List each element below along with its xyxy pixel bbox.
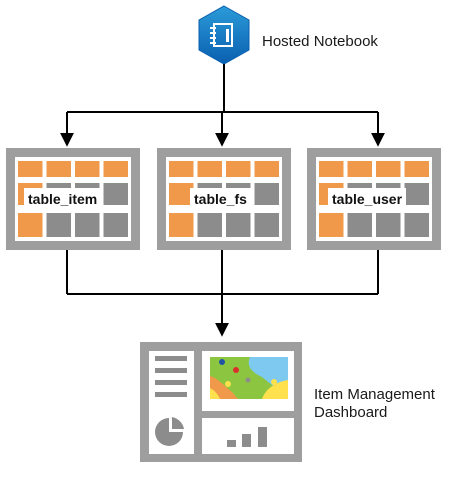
table-cell bbox=[254, 183, 279, 205]
table-cell bbox=[319, 213, 344, 237]
table-cell bbox=[404, 213, 429, 237]
table-cell bbox=[319, 161, 344, 177]
table-cell bbox=[197, 161, 222, 177]
notebook-icon bbox=[198, 5, 250, 65]
connector-tables-to-dashboard bbox=[66, 250, 379, 337]
table-cell bbox=[254, 161, 279, 177]
table-cell bbox=[46, 161, 71, 177]
table-cell bbox=[103, 161, 128, 177]
notebook-label: Hosted Notebook bbox=[262, 33, 378, 50]
table-cell bbox=[18, 161, 43, 177]
table-cell bbox=[46, 213, 71, 237]
table-cell bbox=[103, 213, 128, 237]
table-cell bbox=[18, 213, 43, 237]
dashboard-label-line2: Dashboard bbox=[314, 404, 388, 421]
table-cell bbox=[347, 213, 372, 237]
table-cell bbox=[169, 183, 194, 205]
map-icon bbox=[210, 357, 288, 399]
table-user-icon bbox=[307, 148, 441, 250]
table-cell bbox=[404, 183, 429, 205]
table-cell bbox=[226, 213, 251, 237]
table-cell bbox=[197, 213, 222, 237]
table-cell bbox=[404, 161, 429, 177]
table-cell bbox=[376, 213, 401, 237]
connector-notebook-to-tables bbox=[60, 64, 385, 147]
table-cell bbox=[254, 213, 279, 237]
table-cell bbox=[226, 161, 251, 177]
dashboard-icon bbox=[140, 342, 302, 462]
table-cell bbox=[103, 183, 128, 205]
table-cell bbox=[376, 161, 401, 177]
dashboard-label-line1: Item Management bbox=[314, 386, 435, 403]
bar-chart-icon bbox=[227, 427, 267, 447]
table-cell bbox=[75, 161, 100, 177]
table-user-label: table_user bbox=[328, 188, 407, 210]
table-item-label: table_item bbox=[24, 188, 102, 210]
table-fs-label: table_fs bbox=[190, 188, 251, 210]
table-cell bbox=[169, 161, 194, 177]
table-cell bbox=[347, 161, 372, 177]
table-cell bbox=[169, 213, 194, 237]
table-cell bbox=[75, 213, 100, 237]
